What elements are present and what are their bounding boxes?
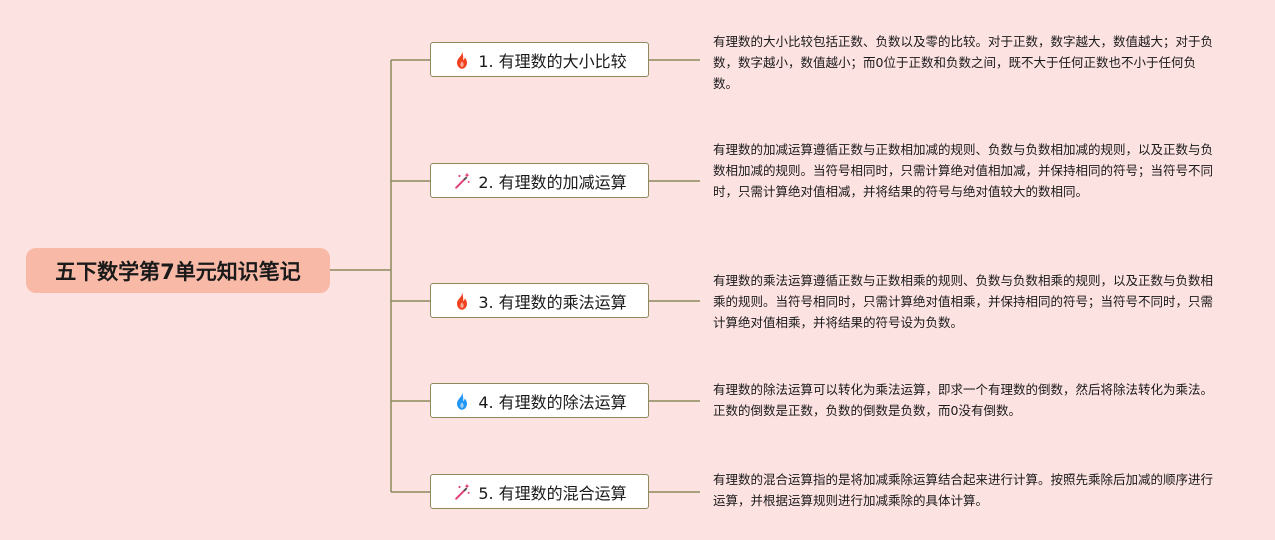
topic-label: 1. 有理数的大小比较 bbox=[478, 51, 627, 71]
root-node[interactable]: 五下数学第7单元知识笔记 bbox=[26, 248, 330, 293]
topic-description-4: 有理数的除法运算可以转化为乘法运算，即求一个有理数的倒数，然后将除法转化为乘法。… bbox=[713, 382, 1214, 418]
topic-description-3: 有理数的乘法运算遵循正数与正数相乘的规则、负数与负数相乘的规则，以及正数与负数相… bbox=[713, 273, 1214, 330]
topic-description-2: 有理数的加减运算遵循正数与正数相加减的规则、负数与负数相加减的规则，以及正数与负… bbox=[713, 142, 1214, 199]
topic-label: 5. 有理数的混合运算 bbox=[478, 483, 627, 503]
magic-wand-icon bbox=[452, 171, 472, 191]
fire-blue-icon bbox=[452, 391, 472, 411]
fire-red-icon bbox=[452, 50, 472, 70]
topic-label: 4. 有理数的除法运算 bbox=[478, 392, 627, 412]
root-label: 五下数学第7单元知识笔记 bbox=[55, 259, 301, 284]
topic-node-1[interactable]: 1. 有理数的大小比较 bbox=[430, 42, 649, 77]
topic-label: 2. 有理数的加减运算 bbox=[478, 172, 627, 192]
topic-node-3[interactable]: 3. 有理数的乘法运算 bbox=[430, 283, 649, 318]
fire-red-icon bbox=[452, 291, 472, 311]
magic-wand-icon bbox=[452, 482, 472, 502]
topic-node-5[interactable]: 5. 有理数的混合运算 bbox=[430, 474, 649, 509]
topic-node-4[interactable]: 4. 有理数的除法运算 bbox=[430, 383, 649, 418]
topic-node-2[interactable]: 2. 有理数的加减运算 bbox=[430, 163, 649, 198]
topic-label: 3. 有理数的乘法运算 bbox=[478, 292, 627, 312]
topic-description-1: 有理数的大小比较包括正数、负数以及零的比较。对于正数，数字越大，数值越大；对于负… bbox=[713, 34, 1214, 91]
topic-description-5: 有理数的混合运算指的是将加减乘除运算结合起来进行计算。按照先乘除后加减的顺序进行… bbox=[713, 472, 1214, 508]
